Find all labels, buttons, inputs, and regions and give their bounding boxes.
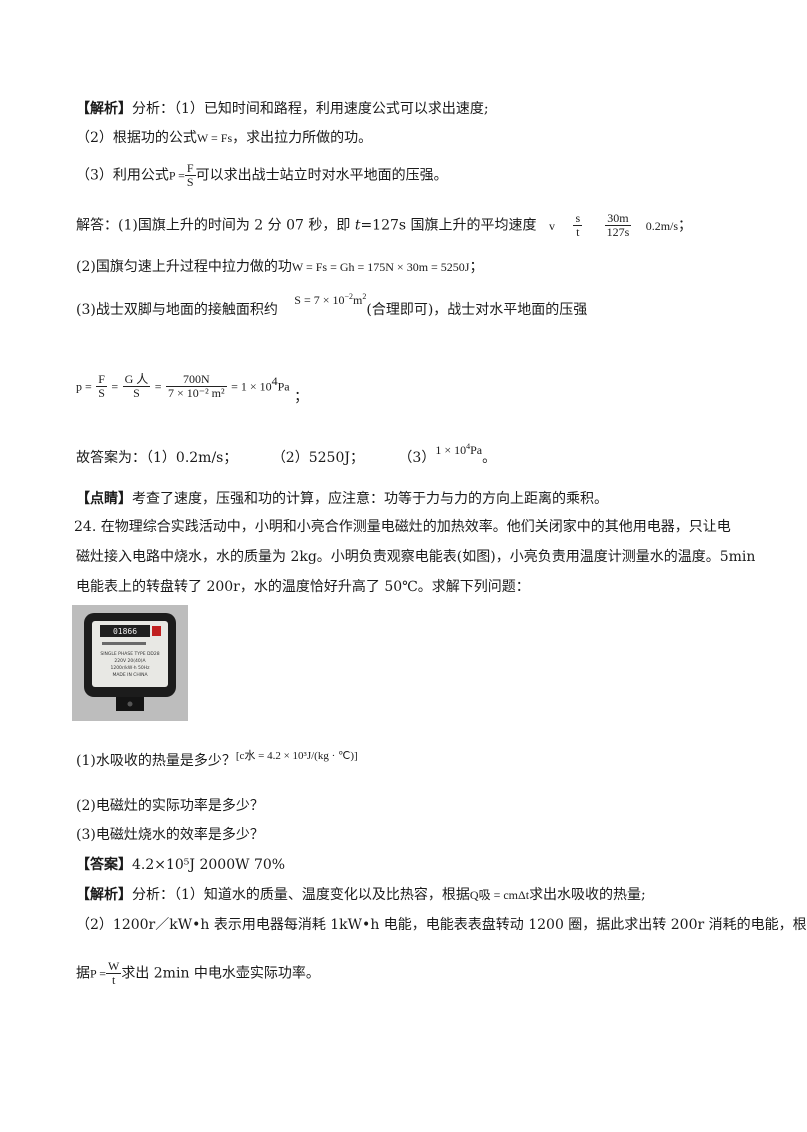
comment-line: 【点睛】考查了速度，压强和功的计算，应注意：功等于力与力的方向上距离的乘积。 <box>76 491 608 507</box>
work-formula: W = Fs <box>196 131 233 145</box>
solution-line-2: (2)国旗匀速上升过程中拉力做的功W = Fs = Gh = 175N × 30… <box>76 259 484 275</box>
heat-formula: Q吸 = cmΔt <box>469 888 530 902</box>
analysis-text: 分析：（1）已知时间和路程，利用速度公式可以求出速度; <box>132 101 489 117</box>
q24-line-1: 24. 在物理综合实践活动中，小明和小亮合作测量电磁灶的加热效率。他们关闭家中的… <box>74 519 731 535</box>
specific-heat-formula: [c水 = 4.2 × 10³J/(kg · ℃)] <box>235 750 358 762</box>
answer-text: 4.2×10⁵J 2000W 70% <box>132 857 286 873</box>
sub-question-2: (2)电磁灶的实际功率是多少？ <box>76 798 264 814</box>
answer-summary: 故答案为：（1）0.2m/s； （2）5250J； （3）1 × 104Pa。 <box>76 442 497 466</box>
analysis2-line-1: 【解析】分析：（1）知道水的质量、温度变化以及比热容，根据Q吸 = cmΔt求出… <box>76 887 646 903</box>
svg-text:MADE IN CHINA: MADE IN CHINA <box>112 672 148 678</box>
q24-line-2: 磁灶接入电路中烧水，水的质量为 2kg。小明负责观察电能表(如图)，小亮负责用温… <box>76 549 756 565</box>
svg-text:220V 20(40)A: 220V 20(40)A <box>114 658 146 664</box>
answer-tag: 【答案】 <box>76 857 132 873</box>
comment-tag: 【点睛】 <box>76 491 132 507</box>
solution-line-3: (3)战士双脚与地面的接触面积约 S = 7 × 10−2m2(合理即可)，战士… <box>76 292 588 318</box>
analysis-line-1: 【解析】分析：（1）已知时间和路程，利用速度公式可以求出速度; <box>76 100 489 118</box>
area-formula: S = 7 × 10−2m2 <box>294 292 367 307</box>
q24-line-3: 电能表上的转盘转了 200r，水的温度恰好升高了 50℃。求解下列问题： <box>76 579 530 595</box>
analysis2-line-2: （2）1200r／kW•h 表示用电器每消耗 1kW•h 电能，电能表表盘转动 … <box>76 917 807 933</box>
sub-question-3: (3)电磁灶烧水的效率是多少？ <box>76 827 264 843</box>
analysis-line-2: （2）根据功的公式W = Fs，求出拉力所做的功。 <box>76 130 373 146</box>
svg-text:SINGLE PHASE TYPE DD28: SINGLE PHASE TYPE DD28 <box>100 651 159 657</box>
solution-line-1: 解答：(1)国旗上升的时间为 2 分 07 秒，即 t=127s 国旗上升的平均… <box>76 211 693 239</box>
sub-question-1: (1)水吸收的热量是多少？[c水 = 4.2 × 10³J/(kg · ℃)] <box>76 750 358 769</box>
electric-meter-image: 01866 SINGLE PHASE TYPE DD28 220V 20(40)… <box>72 605 188 721</box>
meter-digits: 01866 <box>113 627 137 636</box>
work-calculation: W = Fs = Gh = 175N × 30m = 5250J <box>291 260 470 274</box>
answer-line: 【答案】4.2×10⁵J 2000W 70% <box>76 856 285 874</box>
analysis-tag: 【解析】 <box>76 101 132 117</box>
svg-text:1200r/kW·h 50Hz: 1200r/kW·h 50Hz <box>110 665 150 671</box>
electric-meter-icon: 01866 SINGLE PHASE TYPE DD28 220V 20(40)… <box>72 605 188 721</box>
